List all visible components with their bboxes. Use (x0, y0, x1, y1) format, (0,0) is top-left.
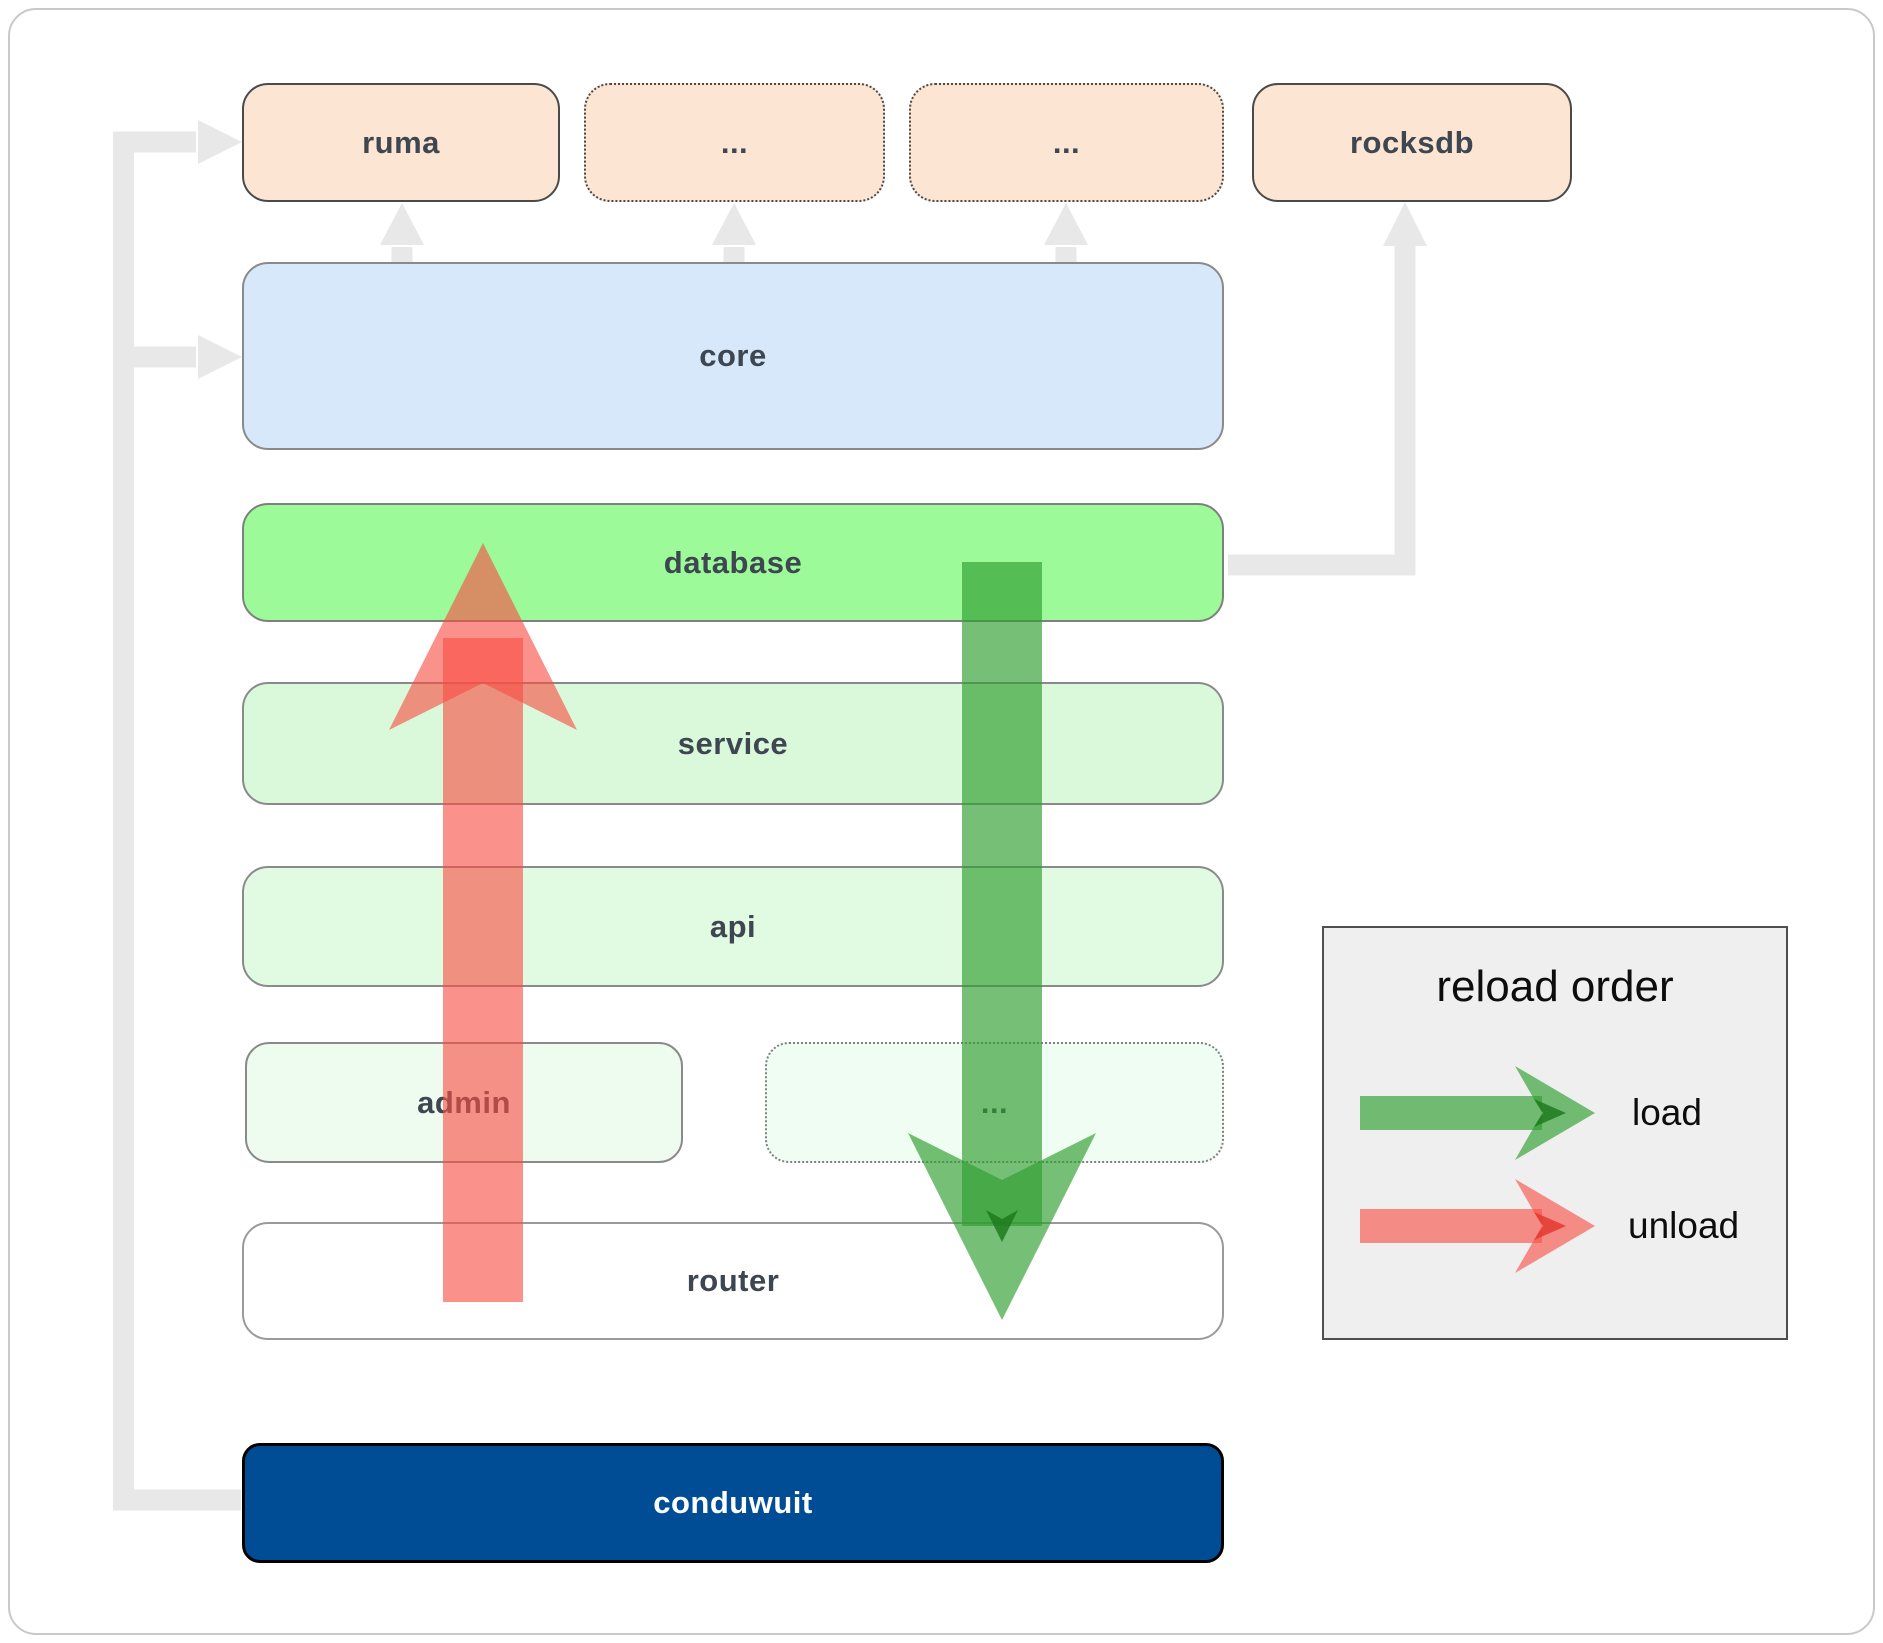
node-core-label: core (699, 338, 767, 373)
node-dep2: ... (584, 83, 885, 202)
node-dep3: ... (909, 83, 1224, 202)
node-service-label: service (677, 725, 789, 761)
node-dep2-label: ... (720, 124, 749, 160)
diagram-border (8, 8, 1875, 1635)
node-ruma-label: ruma (362, 124, 440, 160)
node-admin: admin (245, 1042, 683, 1163)
legend-label-load: load (1632, 1092, 1702, 1133)
node-service: service (242, 682, 1224, 805)
node-dep3-label: ... (1052, 124, 1081, 160)
node-conduwuit: conduwuit (242, 1443, 1224, 1563)
node-router: router (242, 1222, 1224, 1340)
node-api-label: api (709, 908, 757, 944)
node-conduwuit-label: conduwuit (653, 1485, 813, 1520)
node-admin-label: admin (417, 1084, 511, 1120)
node-api: api (242, 866, 1224, 987)
legend-label-unload: unload (1628, 1205, 1740, 1246)
node-database: database (242, 503, 1224, 622)
node-router-label: router (686, 1263, 780, 1298)
node-services-more: ... (765, 1042, 1224, 1163)
node-ruma: ruma (242, 83, 560, 202)
node-core: core (242, 262, 1224, 450)
node-rocksdb-label: rocksdb (1349, 124, 1475, 160)
node-rocksdb: rocksdb (1252, 83, 1572, 202)
node-database-label: database (663, 544, 803, 580)
legend-title: reload order (1436, 962, 1674, 1011)
node-services-more-label: ... (980, 1084, 1009, 1120)
